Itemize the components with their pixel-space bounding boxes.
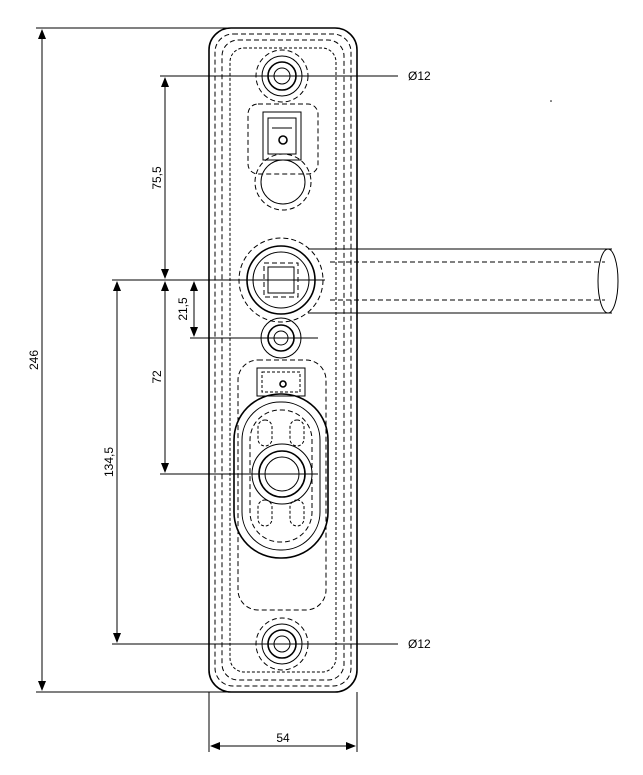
stray-dot <box>550 100 552 102</box>
latch-detail <box>247 103 319 211</box>
dim-handle-to-lower-screw: 134,5 <box>102 447 116 477</box>
dim-screw-spacing-upper: 75,5 <box>150 166 164 190</box>
dim-overall-height: 246 <box>27 350 41 370</box>
dimension-labels: 246 75,5 21,5 72 134,5 54 Ø12 Ø12 <box>27 69 431 745</box>
extension-lines <box>36 27 398 752</box>
dim-hole-diameter-top: Ø12 <box>408 69 431 83</box>
cylinder-escutcheon <box>233 359 329 611</box>
dim-handle-to-cylinder: 72 <box>150 370 164 384</box>
dim-hole-diameter-bottom: Ø12 <box>408 637 431 651</box>
dim-width: 54 <box>276 731 290 745</box>
plate-outline <box>208 27 358 693</box>
dim-cylinder-offset: 21,5 <box>176 297 190 321</box>
handle-lever <box>308 248 619 314</box>
dimension-lines <box>38 29 356 750</box>
